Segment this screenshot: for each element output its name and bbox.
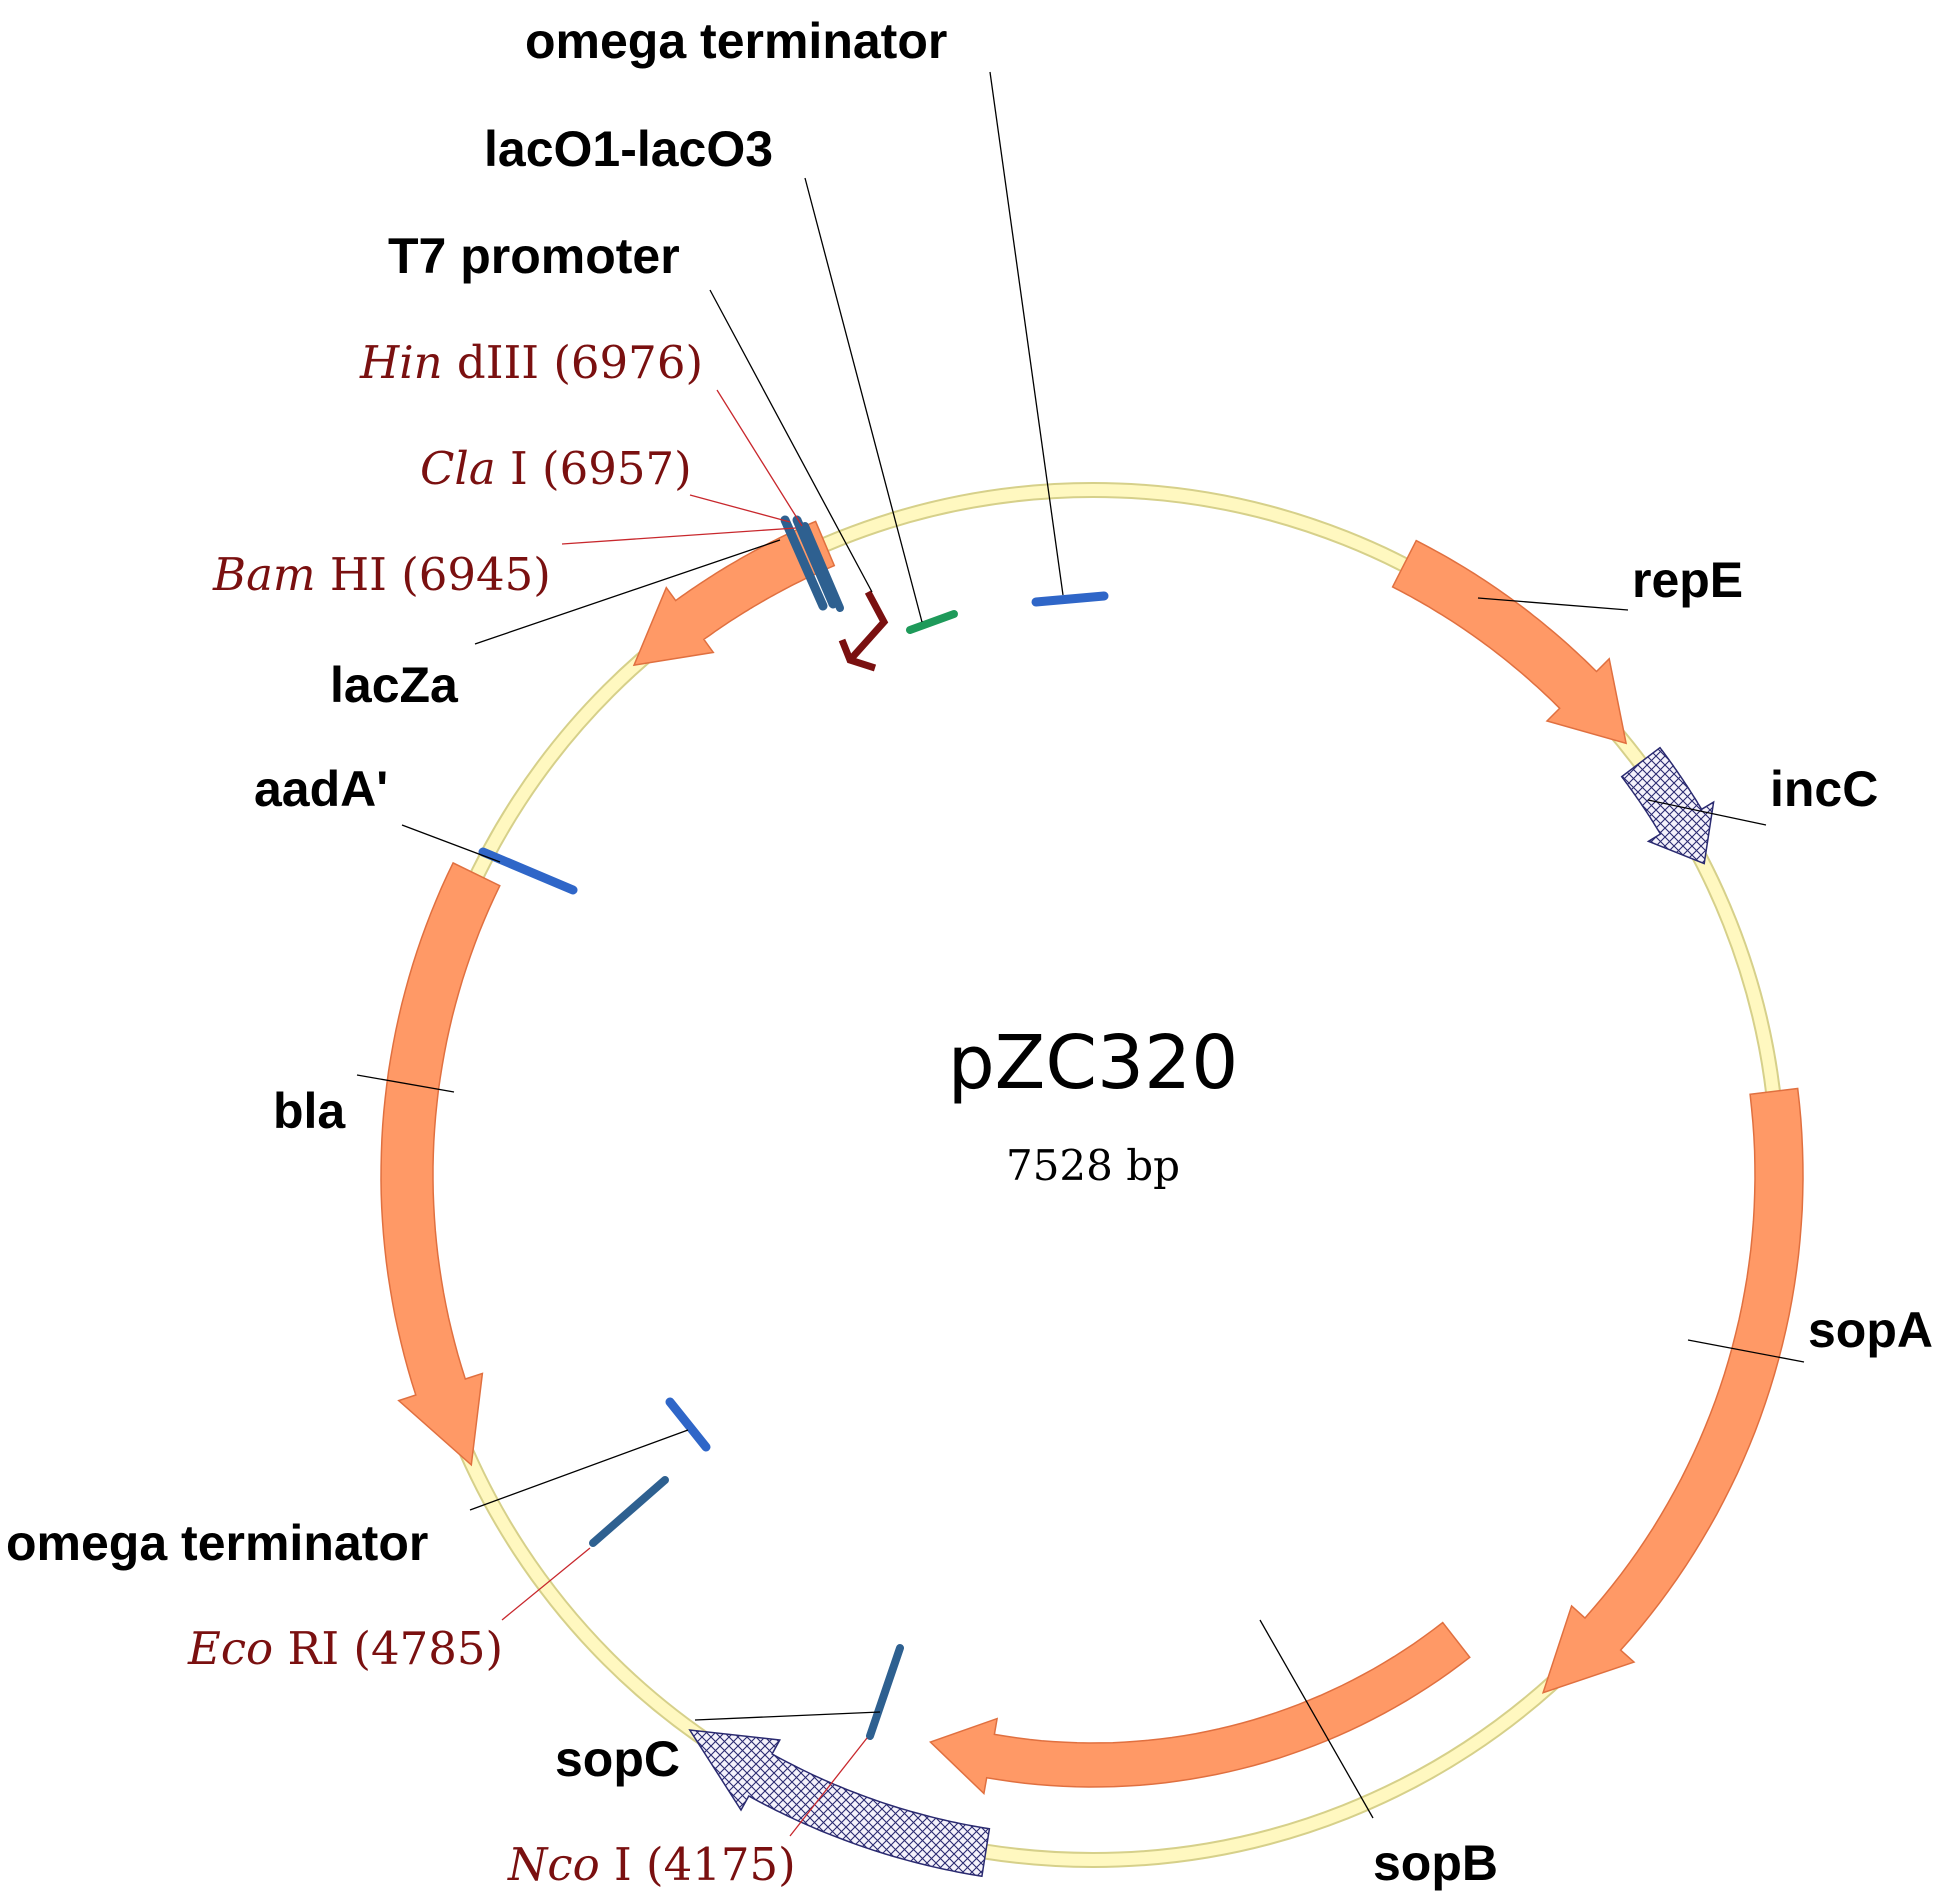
clai-site-mark — [792, 515, 838, 609]
sopb-leader — [1259, 1619, 1374, 1819]
label-aada: aadA' — [254, 761, 388, 817]
ncoi-leader — [789, 1737, 868, 1837]
t7-promoter-arrow — [847, 590, 889, 663]
omega-terminator-bottom-mark — [665, 1397, 711, 1452]
t7-promoter-arrow-head — [838, 638, 877, 672]
label-omega-terminator-bottom: omega terminator — [6, 1515, 428, 1571]
sopa-leader — [1687, 1339, 1805, 1363]
ecori-leader — [501, 1547, 591, 1621]
omega-terminator-top-mark — [1031, 591, 1109, 607]
label-t7-promoter: T7 promoter — [388, 228, 680, 284]
label-clai: Cla I (6957) — [420, 442, 692, 495]
label-sopb: sopB — [1373, 1835, 1498, 1891]
label-hindiii: Hin dIII (6976) — [359, 336, 703, 389]
hindiii-site-mark — [780, 515, 828, 611]
bamhi-leader — [561, 527, 797, 545]
repe-arrow — [1391, 539, 1628, 745]
label-incc: incC — [1770, 761, 1878, 817]
bla-arrow — [380, 861, 501, 1467]
plasmid-size: 7528 bp — [1006, 1141, 1180, 1190]
ncoi-site-mark — [866, 1644, 904, 1740]
bamhi-site-mark — [801, 522, 844, 612]
laco-mark — [906, 610, 958, 634]
label-ecori: Eco RI (4785) — [187, 1622, 503, 1675]
label-bla: bla — [273, 1083, 346, 1139]
laco-leader — [804, 177, 923, 623]
clai-leader — [689, 494, 791, 523]
label-sopc: sopC — [555, 1731, 680, 1787]
label-lacza: lacZa — [330, 657, 459, 713]
incc-leader — [1647, 799, 1767, 826]
repe-leader — [1477, 597, 1629, 611]
hindiii-leader — [716, 389, 803, 527]
ecori-site-mark — [589, 1476, 669, 1547]
label-bamhi: Bam HI (6945) — [212, 548, 551, 601]
label-sopa: sopA — [1808, 1302, 1933, 1358]
label-repe: repE — [1632, 552, 1743, 608]
lacza-leader — [474, 539, 781, 645]
incc-arrow — [1620, 746, 1715, 865]
plasmid-name: pZC320 — [948, 1020, 1239, 1106]
feature-arrows — [380, 520, 1804, 1878]
omega-top-leader — [989, 71, 1064, 596]
label-laco1-laco3: lacO1-lacO3 — [484, 121, 773, 177]
label-ncoi: Nco I (4175) — [507, 1838, 796, 1891]
omega-bottom-leader — [469, 1429, 689, 1511]
sopb-arrow — [929, 1621, 1471, 1796]
aada-mark — [478, 847, 578, 895]
sopa-arrow — [1541, 1087, 1804, 1694]
bla-leader — [356, 1074, 455, 1093]
label-omega-terminator-top: omega terminator — [525, 13, 947, 69]
sopc-leader — [694, 1711, 881, 1721]
aada-leader — [401, 824, 501, 863]
t7-leader — [709, 289, 873, 593]
sopc-arrow — [688, 1729, 991, 1878]
